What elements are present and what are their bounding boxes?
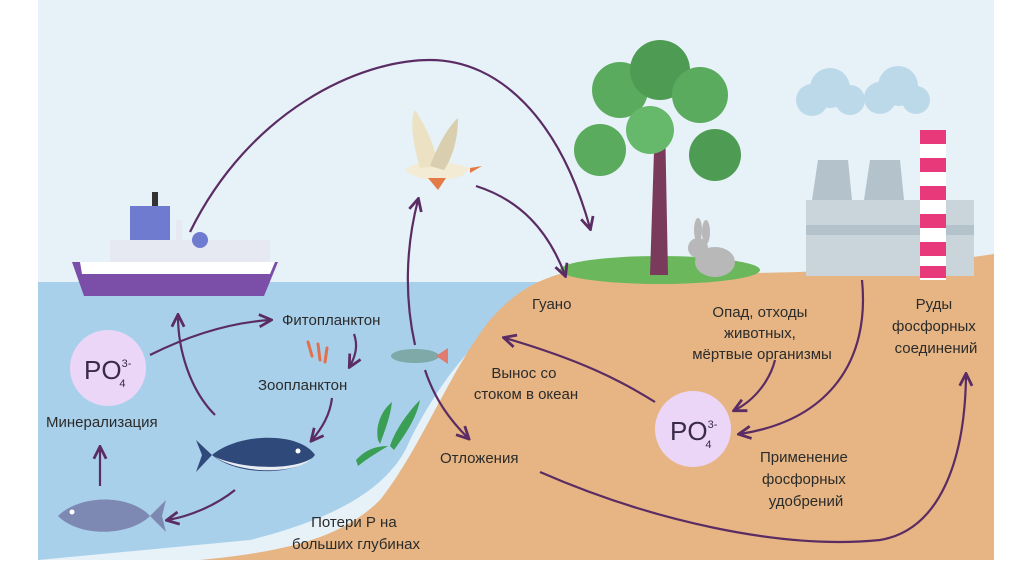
land-area — [200, 254, 994, 560]
sediments-label: Отложения — [440, 450, 518, 467]
arrow-phyto-to-zoo — [350, 333, 356, 366]
tree-icon — [560, 40, 760, 284]
phosphate-ocean: PO3-4 — [70, 330, 146, 406]
ores-label: Руды фосфорных соединений — [892, 296, 980, 357]
seagull-icon — [405, 110, 482, 190]
seaweed-icon — [356, 400, 420, 466]
runoff-label: Вынос со стоком в океан — [474, 365, 578, 403]
arrow-runoff — [505, 338, 656, 403]
arrow-bird-to-guano — [475, 184, 565, 275]
arrow-litter-to-po4 — [735, 359, 777, 410]
tuna-icon — [196, 437, 315, 472]
zooplankton-label: Зоопланктон — [258, 377, 347, 394]
cycle-arrows — [100, 58, 966, 543]
arrow-fish-to-sediments — [423, 369, 468, 438]
arrow-tuna-to-ship — [178, 316, 216, 416]
arrow-tuna-to-fish — [168, 489, 236, 520]
litter-label: Опад, отходы животных, мёртвые организмы — [692, 304, 832, 363]
arrow-ores-to-po4 — [740, 279, 865, 434]
guano-label: Гуано — [532, 296, 571, 313]
small-fish-icon — [391, 348, 448, 364]
cloud-icon — [796, 66, 930, 116]
losses-label: Потери Р на больших глубинах — [292, 514, 420, 553]
phytoplankton-label: Фитопланктон — [282, 312, 380, 329]
svg-text:PO3-4: PO3-4 — [84, 355, 132, 390]
arrow-zoo-to-tuna — [312, 397, 334, 440]
factory-icon — [806, 130, 974, 280]
arrow-fish-to-bird — [406, 200, 418, 346]
fish-icon — [58, 499, 166, 532]
arrow-ship-to-tree — [189, 58, 590, 233]
arrow-sediments-to-ores — [539, 375, 966, 543]
plankton-icon — [306, 340, 329, 364]
arrow-po4-to-phytoplankton — [149, 320, 270, 356]
phosphate-soil: PO3-4 — [655, 391, 731, 467]
svg-text:PO3-4: PO3-4 — [670, 416, 718, 451]
mineralization-label: Минерализация — [46, 414, 158, 431]
rabbit-icon — [688, 218, 735, 277]
fertilizers-label: Применение фосфорных удобрений — [760, 449, 852, 510]
ship-icon — [72, 192, 278, 296]
